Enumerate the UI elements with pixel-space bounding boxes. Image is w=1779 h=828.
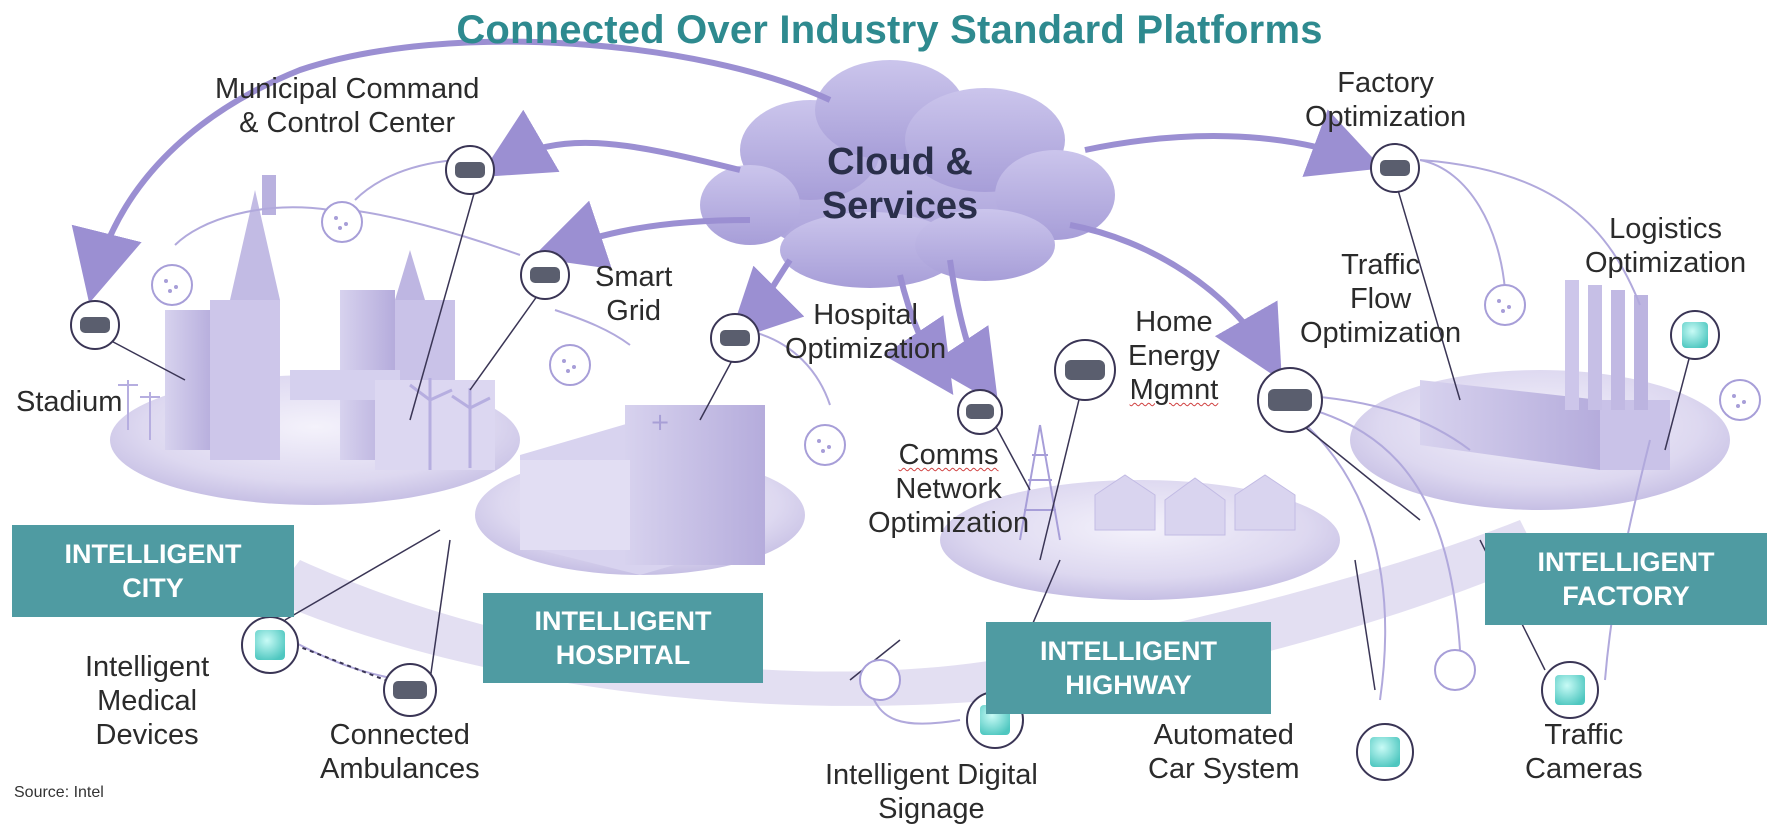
hospital-building: + — [520, 405, 765, 575]
cloud-label-line2: Services — [821, 185, 979, 227]
label-traffic-flow-line2: Flow — [1349, 283, 1412, 315]
label-traffic-cams-line1: Traffic — [1544, 719, 1624, 751]
comms-tower — [1019, 424, 1061, 541]
label-logistics-line2: Optimization — [1585, 247, 1747, 279]
gateway-node-traffic-flow — [1257, 367, 1323, 433]
label-traffic-cams-line2: Cameras — [1525, 753, 1643, 785]
gateway-node-stadium — [70, 300, 120, 350]
svg-text:+: + — [650, 408, 670, 436]
badge-hospital-line1: INTELLIGENT — [534, 606, 712, 636]
road — [270, 520, 1540, 706]
label-automated-car-system: Automated Car System — [1148, 718, 1299, 786]
label-connected-ambulances: Connected Ambulances — [320, 718, 480, 786]
label-comms: Comms Network Optimization — [868, 438, 1029, 540]
label-factory-optimization: Factory Optimization — [1305, 66, 1466, 134]
cube-node-medical — [241, 616, 299, 674]
gateway-node-comms — [957, 389, 1003, 435]
label-logistics-optimization: Logistics Optimization — [1585, 212, 1746, 280]
label-home-energy: Home Energy Mgmnt — [1128, 305, 1220, 407]
badge-highway-line1: INTELLIGENT — [1040, 636, 1217, 666]
city-buildings — [165, 175, 495, 470]
label-car-system-line1: Automated — [1153, 719, 1294, 751]
label-car-system-line2: Car System — [1148, 753, 1300, 785]
label-home-energy-line2: Energy — [1128, 340, 1220, 372]
label-hospital-opt-line1: Hospital — [813, 299, 918, 331]
cloud-label-line1: Cloud & — [827, 141, 973, 183]
wind-turbines — [409, 378, 491, 470]
label-medical-line3: Devices — [95, 719, 199, 751]
badge-city-line2: CITY — [122, 573, 184, 603]
label-ambulances-line2: Ambulances — [320, 753, 480, 785]
gateway-node-hospital — [710, 313, 760, 363]
label-stadium: Stadium — [16, 386, 123, 418]
badge-highway-line2: HIGHWAY — [1065, 670, 1192, 700]
label-smart-grid: Smart Grid — [595, 260, 672, 328]
label-factory-opt-line2: Optimization — [1305, 101, 1467, 133]
label-traffic-flow-line3: Optimization — [1300, 317, 1462, 349]
label-smart-grid-line2: Grid — [606, 295, 662, 327]
label-municipal-line2: & Control Center — [239, 107, 456, 139]
badge-intelligent-highway: INTELLIGENT HIGHWAY — [986, 622, 1271, 714]
cloud-label: Cloud & Services — [790, 140, 1010, 228]
gateway-nodes — [70, 143, 1420, 717]
label-medical-devices: Intelligent Medical Devices — [85, 650, 209, 752]
label-comms-line1: Comms — [898, 439, 999, 471]
label-home-energy-line1: Home — [1135, 306, 1213, 338]
power-poles — [118, 380, 160, 440]
label-traffic-cameras: Traffic Cameras — [1525, 718, 1643, 786]
badge-hospital-line2: HOSPITAL — [555, 640, 691, 670]
cube-node-camera — [1541, 661, 1599, 719]
houses — [1094, 474, 1296, 536]
label-digital-signage: Intelligent Digital Signage — [825, 758, 1038, 826]
label-municipal-line1: Municipal Command — [215, 73, 480, 105]
dotted-link — [294, 644, 386, 681]
sensor-nodes — [151, 201, 1761, 701]
label-ambulances-line1: Connected — [329, 719, 470, 751]
cloud-arrows — [71, 38, 1383, 405]
label-comms-line2: Network — [895, 473, 1002, 505]
gateway-node-factory — [1370, 143, 1420, 193]
label-signage-line1: Intelligent Digital — [825, 759, 1038, 791]
badge-intelligent-city: INTELLIGENT CITY — [12, 525, 294, 617]
label-traffic-flow: Traffic Flow Optimization — [1300, 248, 1461, 350]
gateway-node-municipal — [445, 145, 495, 195]
label-medical-line2: Medical — [97, 685, 198, 717]
label-comms-line3: Optimization — [868, 507, 1030, 539]
label-logistics-line1: Logistics — [1609, 213, 1722, 245]
badge-factory-line1: INTELLIGENT — [1537, 547, 1715, 577]
label-signage-line2: Signage — [878, 793, 985, 825]
label-municipal: Municipal Command & Control Center — [215, 72, 479, 140]
label-hospital-optimization: Hospital Optimization — [785, 298, 946, 366]
page-title: Connected Over Industry Standard Platfor… — [456, 8, 1323, 52]
source-credit: Source: Intel — [14, 784, 104, 801]
label-hospital-opt-line2: Optimization — [785, 333, 947, 365]
label-traffic-flow-line1: Traffic — [1341, 249, 1421, 281]
gateway-node-smart-grid — [520, 250, 570, 300]
gateway-node-ambulance — [383, 663, 437, 717]
label-home-energy-line3: Mgmnt — [1129, 374, 1219, 406]
gateway-node-home — [1054, 339, 1116, 401]
badge-intelligent-factory: INTELLIGENT FACTORY — [1485, 533, 1767, 625]
label-smart-grid-line1: Smart — [595, 261, 673, 293]
cube-node-car — [1356, 723, 1414, 781]
sensor-dots — [164, 216, 1746, 453]
badge-factory-line2: FACTORY — [1562, 581, 1690, 611]
cube-node-logistics — [1670, 310, 1720, 360]
label-factory-opt-line1: Factory — [1337, 67, 1434, 99]
badge-intelligent-hospital: INTELLIGENT HOSPITAL — [483, 593, 763, 683]
label-medical-line1: Intelligent — [85, 651, 210, 683]
badge-city-line1: INTELLIGENT — [64, 539, 242, 569]
